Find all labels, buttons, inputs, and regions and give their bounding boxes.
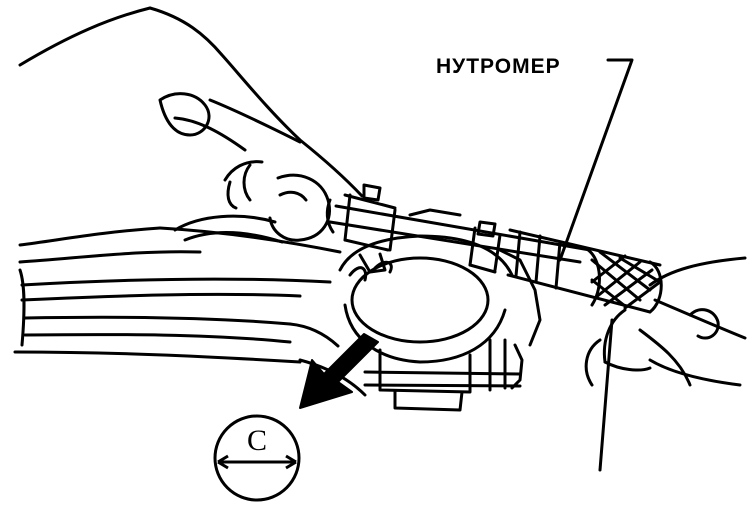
right-hand <box>584 256 747 387</box>
bottom-leader-line <box>598 318 614 472</box>
dimension-letter: C <box>246 424 267 457</box>
bearing-cap <box>363 208 542 412</box>
tool-label-leader <box>558 58 634 262</box>
inside-micrometer <box>325 183 663 314</box>
left-hand <box>18 6 364 244</box>
connecting-rod <box>13 226 367 397</box>
tool-label: НУТРОМЕР <box>436 55 561 78</box>
direction-arrow <box>299 333 379 409</box>
dimension-circle <box>213 414 301 502</box>
